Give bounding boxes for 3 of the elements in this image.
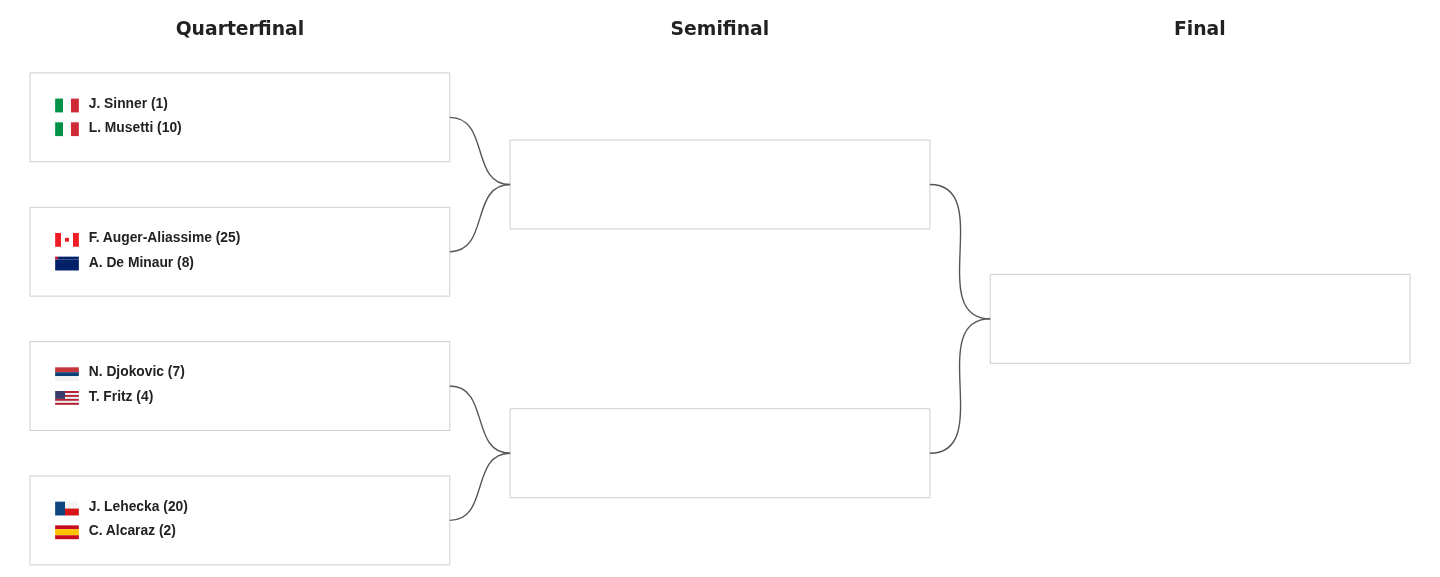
label: Quarterfinal [175, 18, 305, 40]
label: Semifinal [670, 18, 770, 40]
label: Final [1173, 18, 1226, 40]
